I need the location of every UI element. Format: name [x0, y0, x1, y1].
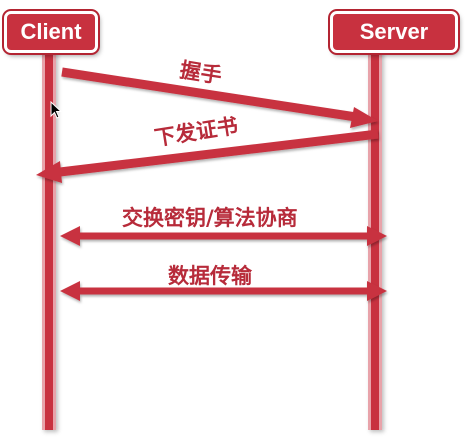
data-transfer-arrow	[60, 281, 387, 301]
certificate-arrow	[36, 129, 379, 183]
client-lifeline	[42, 50, 56, 430]
mouse-pointer-icon	[50, 100, 63, 123]
handshake-label: 握手	[178, 57, 224, 89]
key-exchange-arrow	[60, 226, 387, 246]
server-actor-label: Server	[359, 19, 429, 44]
key-exchange-label: 交换密钥/算法协商	[122, 206, 298, 230]
data-transfer-label: 数据传输	[168, 264, 252, 288]
server-actor-box: Server	[330, 11, 458, 53]
client-actor-label: Client	[20, 19, 82, 44]
handshake-arrow	[61, 67, 378, 128]
client-actor-box: Client	[4, 11, 98, 53]
